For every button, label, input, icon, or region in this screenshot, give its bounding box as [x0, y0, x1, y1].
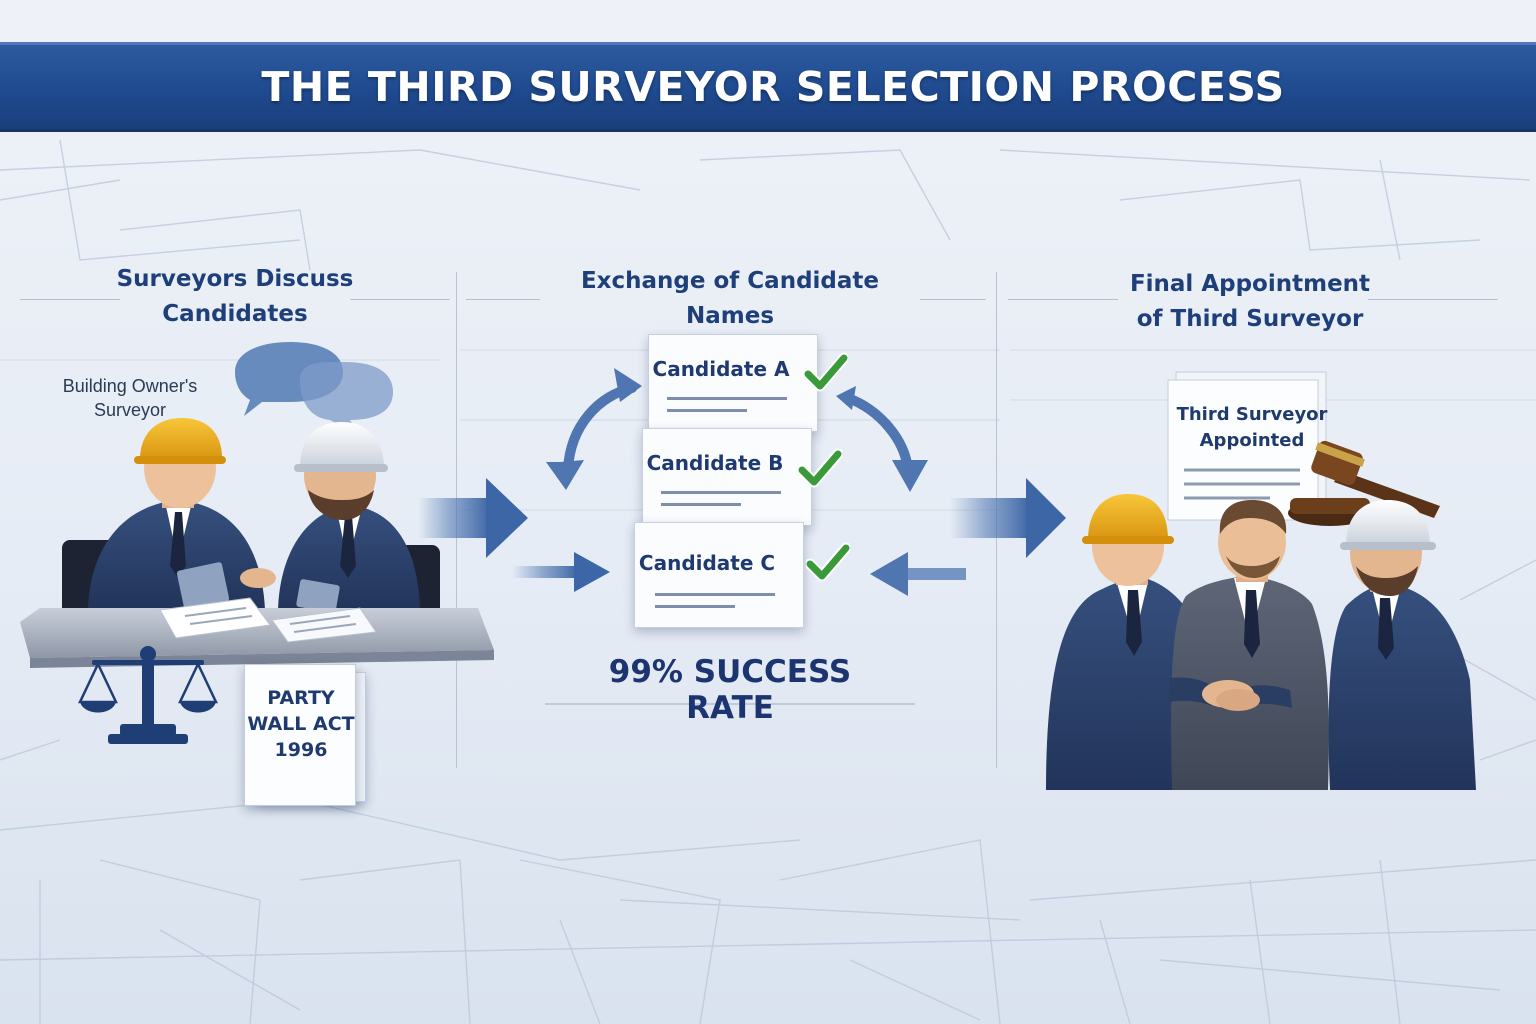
candidate-name: Candidate A: [652, 357, 790, 381]
label-line: Surveyor: [93, 400, 167, 420]
document-title-line: Third Surveyor: [1176, 404, 1328, 425]
card-text-line: [655, 593, 775, 596]
section-title-line: of Third Surveyor: [1136, 306, 1364, 332]
section-title-line: Candidates: [162, 301, 308, 327]
label-line: Building Owner's: [62, 376, 198, 396]
section-title-appointment: Final Appointment of Third Surveyor: [1110, 267, 1390, 337]
handshake-scene: [1046, 494, 1476, 790]
arrow-icon: [512, 552, 966, 596]
section-title-line: Exchange of Candidate Names: [580, 268, 880, 329]
section-title-line: Final Appointment: [1129, 271, 1371, 297]
section-title-exchange: Exchange of Candidate Names: [540, 264, 920, 334]
document-title-line: Appointed: [1199, 430, 1305, 451]
candidate-card-a: Candidate A: [648, 334, 818, 432]
section-title-line: Surveyors Discuss: [116, 266, 354, 292]
title-rule: [920, 299, 986, 300]
candidate-name: Candidate C: [638, 551, 776, 575]
title-rule: [466, 299, 540, 300]
check-icon: [804, 352, 848, 392]
building-owner-surveyor-label: Building Owner's Surveyor: [40, 374, 220, 422]
third-surveyor-appointed-text: Third Surveyor Appointed: [1172, 402, 1332, 454]
document-title-line: WALL ACT: [247, 713, 355, 735]
title-rule: [20, 299, 120, 300]
page-title: THE THIRD SURVEYOR SELECTION PROCESS: [261, 63, 1285, 111]
card-text-line: [667, 397, 787, 400]
card-text-line: [655, 605, 735, 608]
document-title: PARTY WALL ACT 1996: [245, 685, 357, 763]
meeting-scene: [20, 418, 494, 668]
check-icon: [806, 542, 850, 582]
flow-arrow: [418, 478, 528, 558]
card-text-line: [661, 491, 781, 494]
document-icon: [1167, 371, 1327, 521]
arrow-icon: [546, 368, 928, 492]
header-banner: THE THIRD SURVEYOR SELECTION PROCESS: [0, 42, 1536, 132]
check-icon: [798, 448, 842, 488]
gavel-icon: [1288, 440, 1440, 526]
card-text-line: [667, 409, 747, 412]
flow-arrow: [950, 478, 1066, 558]
success-rate: 99% SUCCESS RATE: [608, 654, 852, 726]
candidate-card-b: Candidate B: [642, 428, 812, 526]
party-wall-act-document: PARTY WALL ACT 1996: [244, 664, 356, 806]
card-text-line: [661, 503, 741, 506]
title-rule: [1368, 299, 1498, 300]
candidate-name: Candidate B: [646, 451, 784, 475]
title-rule: [350, 299, 450, 300]
scales-of-justice-icon: [78, 646, 218, 744]
document-title-line: PARTY: [267, 687, 335, 709]
section-title-discuss: Surveyors Discuss Candidates: [90, 262, 380, 332]
title-rule: [1008, 299, 1118, 300]
candidate-card-c: Candidate C: [634, 522, 804, 628]
speech-bubbles-icon: [235, 342, 393, 436]
document-title-line: 1996: [274, 739, 328, 761]
